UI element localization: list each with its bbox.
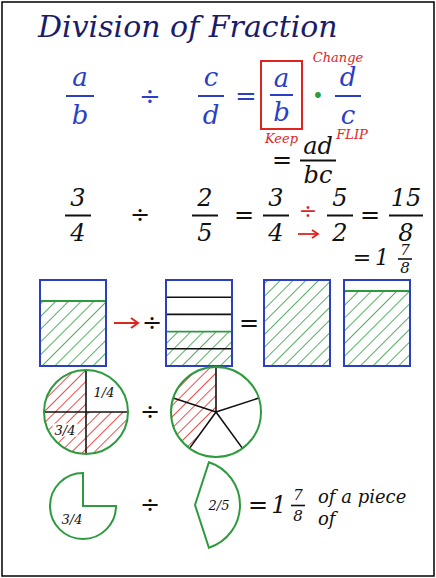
sector-line <box>190 412 217 448</box>
hatched-area <box>344 291 410 366</box>
math-symbol: 8 <box>398 221 413 245</box>
part-line <box>166 296 232 298</box>
fraction-bar <box>389 215 423 217</box>
fraction-bar <box>327 215 353 217</box>
math-symbol: = <box>248 493 268 517</box>
math-symbol: ÷ <box>140 400 160 424</box>
math-symbol: 5 <box>197 221 212 245</box>
math-symbol: = <box>360 203 380 227</box>
change-arrow <box>298 233 317 235</box>
arrow-head <box>131 318 138 328</box>
math-symbol: ÷ <box>142 311 162 335</box>
math-symbol: 7 <box>293 488 303 503</box>
sector-line <box>216 398 259 412</box>
math-symbol: 2 <box>332 221 347 245</box>
fraction-shape: 2/5 <box>192 459 242 551</box>
hatched-area <box>40 301 106 366</box>
math-symbol: bc <box>304 163 333 187</box>
keep-box-node: abKeep <box>260 60 303 130</box>
fifths-circle <box>171 367 261 457</box>
fraction-bar <box>300 160 336 162</box>
sector-line <box>173 398 216 412</box>
part-line <box>344 290 410 292</box>
part-line <box>40 300 106 302</box>
whole-rectangle <box>40 280 106 366</box>
math-symbol: = <box>234 203 254 227</box>
math-symbol: 15 <box>391 186 422 210</box>
fraction-shape: 3/4 <box>48 471 118 541</box>
fraction-bar <box>198 95 224 97</box>
part-line <box>166 348 232 350</box>
math-symbol: a <box>72 64 88 90</box>
math-symbol: = <box>272 148 292 172</box>
fraction-bar <box>263 215 289 217</box>
part-line <box>166 331 232 333</box>
whole-rectangle <box>166 280 232 366</box>
fraction-bar <box>192 215 218 217</box>
sector-line <box>215 367 217 412</box>
hatched-area <box>166 332 232 366</box>
math-symbol: = <box>239 311 259 335</box>
math-symbol: c <box>341 102 356 128</box>
three-quarter-pie <box>50 473 116 539</box>
math-symbol: 4 <box>268 221 283 245</box>
math-symbol: ÷ <box>140 493 160 517</box>
shape-outline <box>48 471 118 541</box>
hatched-area <box>264 280 330 366</box>
sector-line <box>44 411 128 413</box>
math-symbol: d <box>203 102 220 128</box>
math-symbol: • <box>312 86 324 106</box>
fraction-bar <box>65 215 91 217</box>
math-symbol: 8 <box>400 261 410 276</box>
fraction-label: 3/4 <box>60 513 85 526</box>
keep-box: ab <box>260 60 303 130</box>
denominator: b <box>273 99 290 125</box>
whole-rectangle <box>264 280 330 366</box>
math-symbol: = <box>353 247 371 269</box>
fraction-bar <box>66 95 94 97</box>
fraction-bar <box>291 505 305 507</box>
math-symbol: ÷ <box>130 203 150 227</box>
math-symbol: 3 <box>268 186 283 210</box>
fraction-label: 1/4 <box>92 386 117 399</box>
quarters-circle <box>44 370 128 454</box>
math-symbol: Change <box>313 51 363 64</box>
arrow-head <box>312 230 318 238</box>
math-symbol: = <box>235 83 257 109</box>
fraction-label: 3/4 <box>53 424 78 437</box>
math-symbol: 2 <box>197 186 212 210</box>
math-symbol: FLIP <box>336 128 368 141</box>
sector-line <box>216 412 243 448</box>
hatched-sector <box>44 370 128 454</box>
part-line <box>166 314 232 316</box>
math-symbol: 1 <box>375 247 389 269</box>
fraction-bar <box>270 94 293 96</box>
diagram-title: Division of Fraction <box>38 10 338 43</box>
math-symbol: 7 <box>400 243 410 258</box>
math-symbol: 1 <box>271 493 286 517</box>
red-arrow <box>114 322 137 324</box>
math-symbol: d <box>340 64 357 90</box>
whole-rectangle <box>344 280 410 366</box>
fraction-label: 2/5 <box>207 499 232 512</box>
math-symbol: ÷ <box>139 83 161 109</box>
math-symbol: 5 <box>332 186 347 210</box>
math-symbol: b <box>72 102 89 128</box>
fraction-shape: 1/4 3/4 <box>42 368 130 456</box>
math-symbol: ad <box>303 134 333 158</box>
math-symbol: 3 <box>70 186 85 210</box>
math-symbol: 4 <box>70 221 85 245</box>
numerator: a <box>274 65 290 91</box>
two-fifths-slice <box>195 462 240 548</box>
math-symbol: 8 <box>293 509 303 524</box>
fraction-bar <box>335 95 361 97</box>
math-symbol: c <box>204 64 219 90</box>
keep-note: Keep <box>265 132 298 145</box>
math-symbol: of a piece of <box>318 486 410 529</box>
shape-outline <box>42 368 130 456</box>
math-symbol: ÷ <box>299 201 317 223</box>
